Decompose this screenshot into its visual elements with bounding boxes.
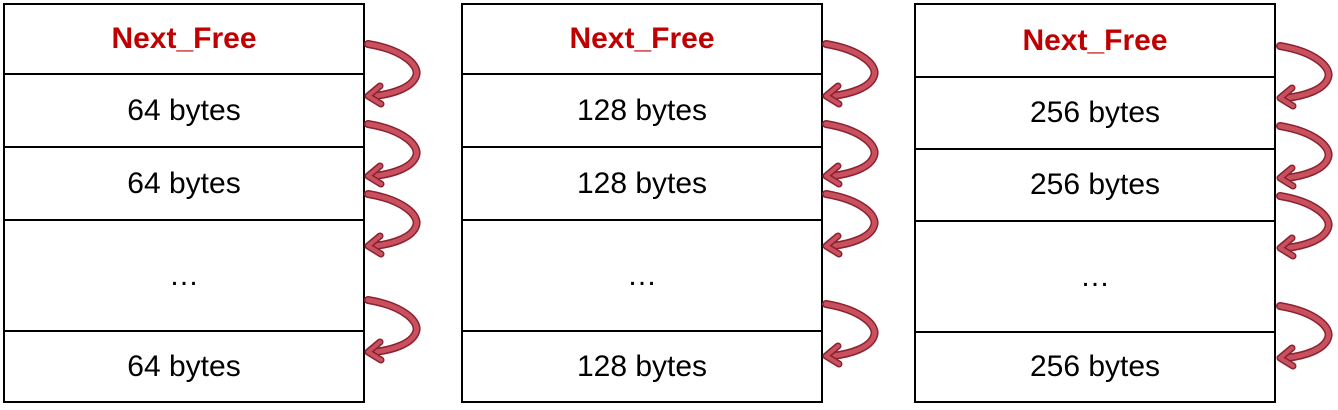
block-cell: 64 bytes bbox=[127, 349, 241, 383]
ellipsis-cell: … bbox=[463, 221, 821, 332]
curved-arrow-icon bbox=[368, 124, 417, 184]
curved-arrow-icon bbox=[1280, 126, 1329, 186]
ellipsis-cell: … bbox=[916, 222, 1274, 333]
curved-arrow-icon bbox=[826, 44, 875, 104]
next-free-header: Next_Free bbox=[5, 5, 363, 75]
curved-arrow-icon bbox=[368, 44, 417, 104]
curved-arrow-icon bbox=[826, 194, 875, 254]
curved-arrow-icon bbox=[1280, 306, 1329, 366]
pool-64: Next_Free 64 bytes 64 bytes … 64 bytes bbox=[3, 3, 365, 403]
block-cell: 256 bytes bbox=[916, 78, 1274, 150]
block-cell: 256 bytes bbox=[916, 150, 1274, 222]
block-cell: 64 bytes bbox=[5, 75, 363, 148]
ellipsis-cell: … bbox=[5, 221, 363, 332]
curved-arrow-icon bbox=[368, 194, 417, 254]
next-free-header: Next_Free bbox=[916, 5, 1274, 78]
curved-arrow-icon bbox=[1280, 196, 1329, 256]
block-cell: 128 bytes bbox=[576, 349, 708, 383]
curved-arrow-icon bbox=[826, 124, 875, 184]
block-cell: 256 bytes bbox=[1029, 350, 1161, 383]
block-cell: 128 bytes bbox=[463, 148, 821, 221]
curved-arrow-icon bbox=[826, 304, 875, 364]
block-cell: 128 bytes bbox=[463, 75, 821, 148]
curved-arrow-icon bbox=[368, 300, 417, 360]
curved-arrow-icon bbox=[1280, 46, 1329, 106]
pool-128: Next_Free 128 bytes 128 bytes … 128 byte… bbox=[461, 3, 823, 403]
next-free-header: Next_Free bbox=[463, 5, 821, 75]
pool-256: Next_Free 256 bytes 256 bytes … 256 byte… bbox=[914, 3, 1276, 403]
block-cell: 64 bytes bbox=[5, 148, 363, 221]
